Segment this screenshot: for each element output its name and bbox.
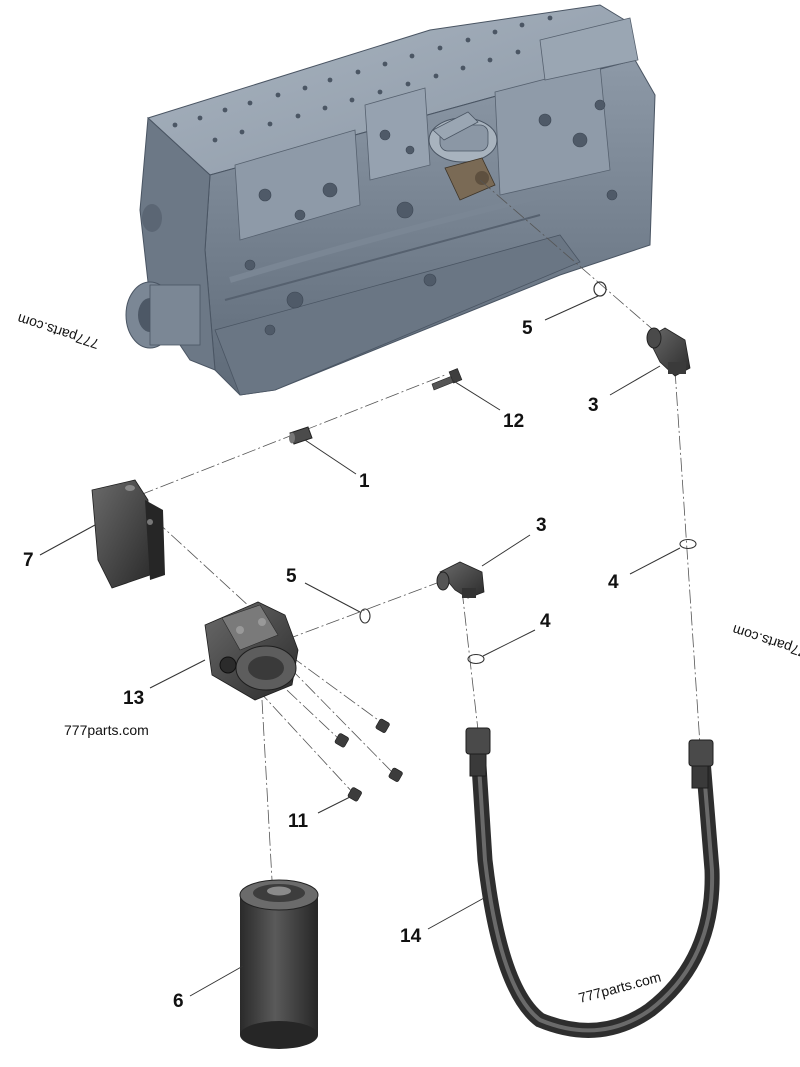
watermark-right: 777parts.com — [730, 622, 800, 663]
oil-hose — [465, 727, 720, 1038]
callout-12: 12 — [503, 411, 524, 432]
filter-head — [204, 601, 299, 701]
watermark-bottom: 777parts.com — [577, 968, 663, 1005]
callout-3-lower: 3 — [536, 515, 547, 536]
o-ring-lower-right — [467, 653, 485, 665]
callout-1: 1 — [359, 471, 370, 492]
elbow-fitting-lower — [436, 561, 485, 599]
mounting-bolts — [334, 718, 403, 802]
callout-5-upper: 5 — [522, 318, 533, 339]
sleeve — [289, 426, 313, 445]
oil-filter — [239, 879, 319, 1049]
callout-13: 13 — [123, 688, 144, 709]
callout-4-lower: 4 — [540, 611, 551, 632]
callout-5-lower: 5 — [286, 566, 297, 587]
callout-11: 11 — [288, 811, 309, 832]
callout-7: 7 — [23, 550, 34, 571]
elbow-fitting-upper — [646, 327, 691, 377]
callout-6: 6 — [173, 991, 184, 1012]
watermark-middle: 777parts.com — [64, 722, 149, 738]
engine-block — [125, 4, 656, 396]
callout-3-upper: 3 — [588, 395, 599, 416]
bolt-long — [431, 368, 463, 391]
o-ring-lower-left — [359, 608, 371, 624]
o-ring-right — [679, 538, 697, 550]
callout-14: 14 — [400, 926, 422, 947]
callout-4-right: 4 — [608, 572, 619, 593]
watermark-left: 777parts.com — [15, 311, 101, 352]
adapter-plate — [91, 479, 165, 589]
callout-leaders — [39, 295, 681, 997]
o-ring-upper — [593, 281, 607, 297]
